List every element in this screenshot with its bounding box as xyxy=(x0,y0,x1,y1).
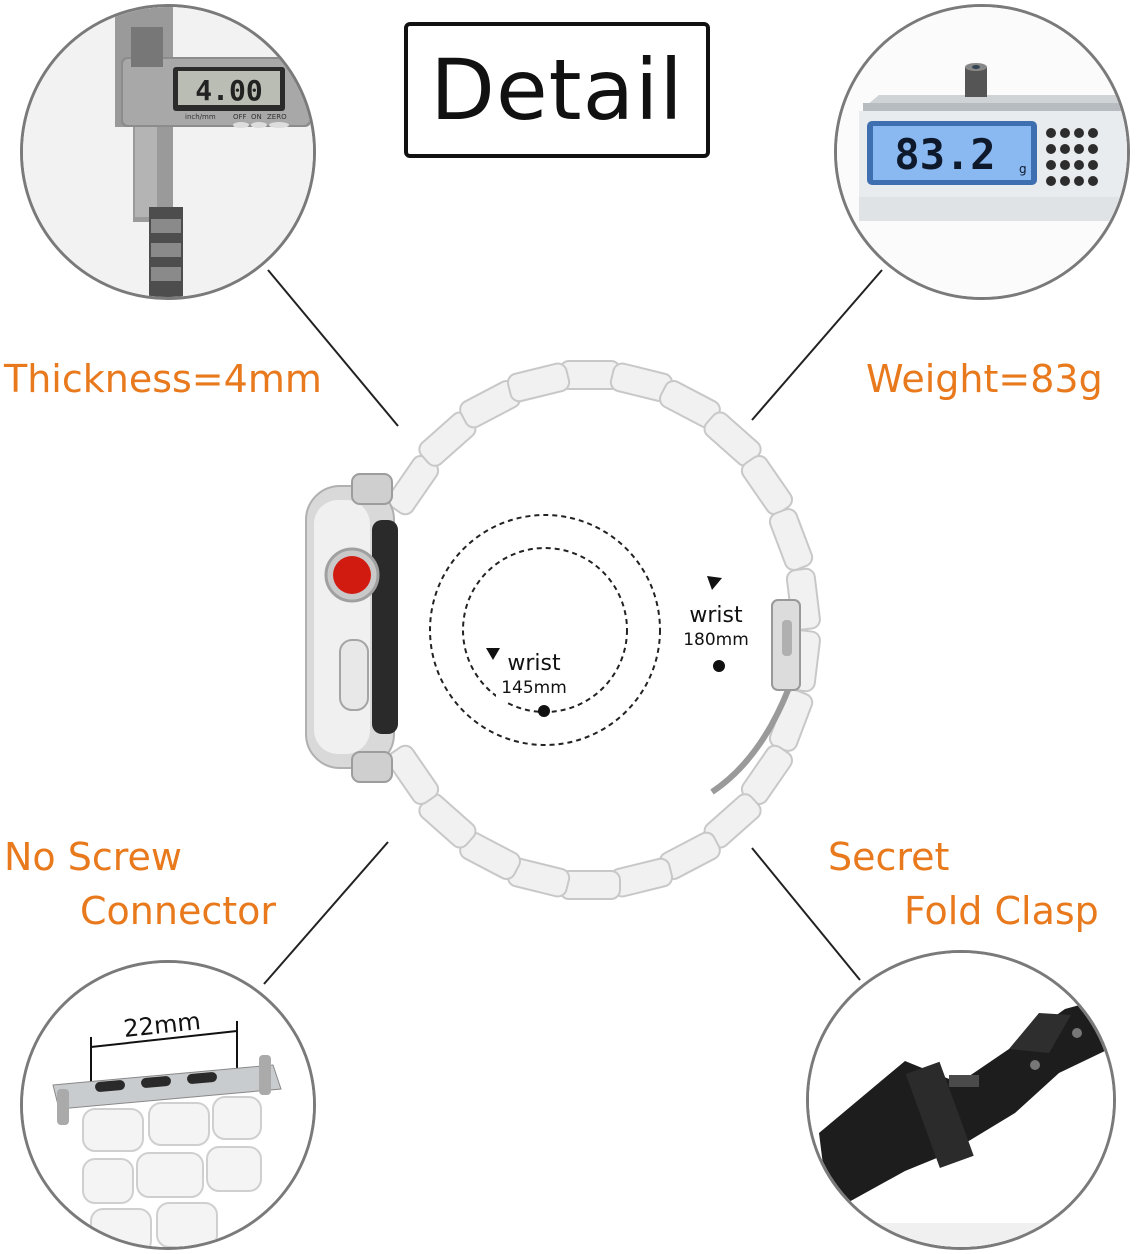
wrist-small-word: wrist xyxy=(507,651,561,676)
thickness-label: Thickness=4mm xyxy=(4,357,322,401)
secret-label: Secret xyxy=(828,835,950,879)
caliper-display: 4.00 xyxy=(195,74,262,107)
scale-photo: 83.2 g xyxy=(834,4,1130,300)
wrist-large-word: wrist xyxy=(689,603,743,628)
arrow-small-icon xyxy=(486,648,500,660)
caliper-photo: 4.00 inch/mm OFF ON ZERO xyxy=(20,4,316,300)
fold-clasp-label: Fold Clasp xyxy=(904,889,1099,933)
ceramic-links-icon xyxy=(82,1096,262,1247)
caliper-off-label: OFF xyxy=(233,113,247,121)
page-title: Detail xyxy=(430,41,684,139)
scale-display: 83.2 xyxy=(894,130,995,179)
connector-photo: 22mm xyxy=(20,960,316,1250)
keypad-icon xyxy=(1046,128,1098,186)
wrist-small-size: 145mm xyxy=(501,678,567,698)
caliper-zero-label: ZERO xyxy=(267,113,287,121)
watch-case-icon xyxy=(305,473,398,783)
scale-illustration: 83.2 g xyxy=(837,7,1127,297)
black-clasp-icon xyxy=(819,997,1109,1213)
caliper-illustration: 4.00 inch/mm OFF ON ZERO xyxy=(23,7,313,297)
wrist-large-circle xyxy=(429,514,661,746)
band-link xyxy=(387,744,440,805)
scale-unit: g xyxy=(1019,162,1027,176)
band-segment-icon xyxy=(149,207,183,297)
side-button-icon xyxy=(339,639,369,711)
caliper-on-label: ON xyxy=(251,113,262,121)
caliper-unit-text: inch/mm xyxy=(185,113,216,121)
connector-illustration: 22mm xyxy=(23,963,313,1247)
no-screw-label: No Screw xyxy=(4,835,183,879)
wrist-large-size: 180mm xyxy=(683,630,749,650)
clasp-hardware-icon xyxy=(710,599,801,795)
clasp-photo xyxy=(806,950,1116,1250)
digital-crown-icon xyxy=(333,556,371,594)
band-link xyxy=(768,508,814,571)
arrow-large-icon xyxy=(707,576,722,590)
detail-title-box: Detail xyxy=(404,22,710,158)
weight-label: Weight=83g xyxy=(866,357,1103,401)
connector-label: Connector xyxy=(80,889,276,933)
band-link xyxy=(740,455,793,516)
band-link xyxy=(506,362,571,403)
